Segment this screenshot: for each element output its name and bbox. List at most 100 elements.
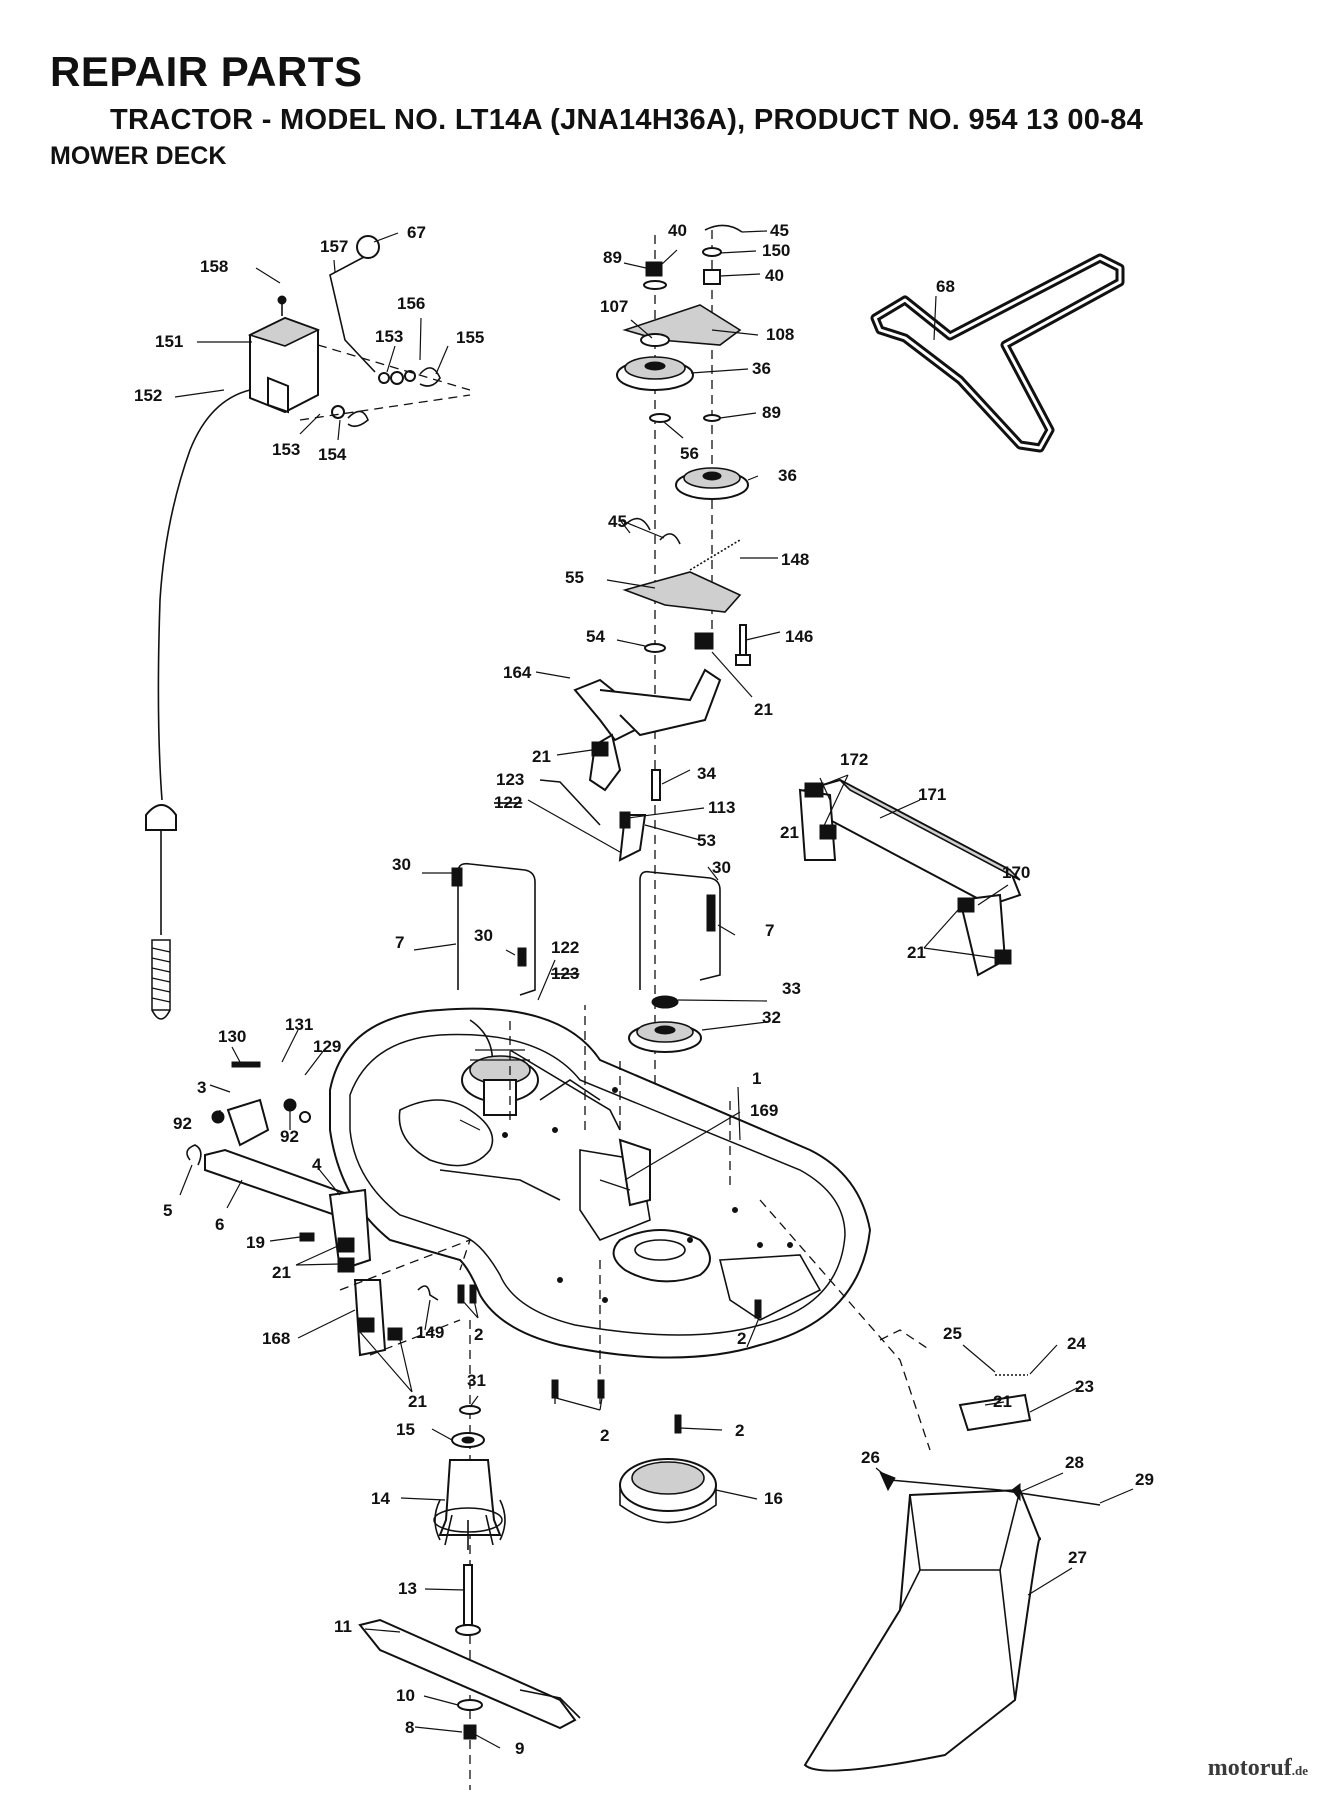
callout-33: 33 bbox=[782, 979, 801, 998]
callout-2: 2 bbox=[737, 1329, 746, 1348]
callout-21: 21 bbox=[907, 943, 926, 962]
callout-1: 1 bbox=[752, 1069, 761, 1088]
callout-172: 172 bbox=[840, 750, 868, 769]
callout-113: 113 bbox=[708, 798, 735, 817]
callout-40: 40 bbox=[668, 221, 687, 240]
callout-21: 21 bbox=[754, 700, 773, 719]
callout-3: 3 bbox=[197, 1078, 206, 1097]
callout-2: 2 bbox=[474, 1325, 483, 1344]
callout-16: 16 bbox=[764, 1489, 783, 1508]
callout-170: 170 bbox=[1002, 863, 1030, 882]
idler-bracket bbox=[539, 668, 722, 862]
callout-34: 34 bbox=[697, 764, 716, 783]
section-title: MOWER DECK bbox=[50, 142, 227, 170]
callout-28: 28 bbox=[1065, 1453, 1084, 1472]
callout-53: 53 bbox=[697, 831, 716, 850]
callout-25: 25 bbox=[943, 1324, 962, 1343]
callout-11: 11 bbox=[334, 1617, 352, 1636]
callout-92: 92 bbox=[280, 1127, 299, 1146]
callout-152: 152 bbox=[134, 386, 162, 405]
callout-9: 9 bbox=[515, 1739, 524, 1758]
mower-deck-housing bbox=[329, 1005, 872, 1359]
callout-171: 171 bbox=[918, 785, 946, 804]
callout-29: 29 bbox=[1135, 1470, 1154, 1489]
callout-150: 150 bbox=[762, 241, 790, 260]
callout-158: 158 bbox=[200, 257, 228, 276]
callout-123: 123 bbox=[551, 964, 579, 983]
callout-148: 148 bbox=[781, 550, 809, 569]
callout-7: 7 bbox=[395, 933, 404, 952]
watermark-suffix: .de bbox=[1291, 1763, 1308, 1778]
callout-131: 131 bbox=[285, 1015, 313, 1034]
callout-36: 36 bbox=[752, 359, 771, 378]
callout-168: 168 bbox=[262, 1329, 290, 1348]
callout-8: 8 bbox=[405, 1718, 414, 1737]
callout-21: 21 bbox=[780, 823, 799, 842]
lift-handle-assembly bbox=[145, 235, 471, 1020]
callout-89: 89 bbox=[762, 403, 781, 422]
callout-67: 67 bbox=[407, 223, 426, 242]
callout-21: 21 bbox=[532, 747, 551, 766]
callout-2: 2 bbox=[735, 1421, 744, 1440]
callout-7: 7 bbox=[765, 921, 774, 940]
callout-108: 108 bbox=[766, 325, 794, 344]
callout-14: 14 bbox=[371, 1489, 390, 1508]
callout-123: 123 bbox=[496, 770, 524, 789]
watermark-logo: motoruf.de bbox=[1208, 1755, 1308, 1782]
callout-23: 23 bbox=[1075, 1377, 1094, 1396]
callout-30: 30 bbox=[712, 858, 731, 877]
callout-26: 26 bbox=[861, 1448, 880, 1467]
callout-21: 21 bbox=[993, 1392, 1012, 1411]
callout-156: 156 bbox=[397, 294, 425, 313]
callout-153: 153 bbox=[272, 440, 300, 459]
callout-15: 15 bbox=[396, 1420, 415, 1439]
leader-lines bbox=[174, 230, 1134, 1749]
callout-169: 169 bbox=[750, 1101, 778, 1120]
callout-54: 54 bbox=[586, 627, 605, 646]
callout-labels: 67 157 158 151 156 153 155 152 153 154 4… bbox=[134, 221, 1154, 1758]
callout-2: 2 bbox=[600, 1426, 609, 1445]
callout-45: 45 bbox=[770, 221, 789, 240]
callout-30: 30 bbox=[474, 926, 493, 945]
callout-157: 157 bbox=[320, 237, 348, 256]
callout-31: 31 bbox=[467, 1371, 486, 1390]
callout-21: 21 bbox=[272, 1263, 291, 1282]
callout-68: 68 bbox=[936, 277, 955, 296]
discharge-chute bbox=[759, 1199, 1101, 1772]
callout-21: 21 bbox=[408, 1392, 427, 1411]
callout-19: 19 bbox=[246, 1233, 265, 1252]
deck-rods bbox=[451, 862, 721, 1053]
callout-146: 146 bbox=[785, 627, 813, 646]
callout-122: 122 bbox=[551, 938, 579, 957]
callout-30: 30 bbox=[392, 855, 411, 874]
callout-153: 153 bbox=[375, 327, 403, 346]
callout-4: 4 bbox=[312, 1155, 322, 1174]
callout-154: 154 bbox=[318, 445, 347, 464]
model-subtitle: TRACTOR - MODEL NO. LT14A (JNA14H36A), P… bbox=[110, 104, 1144, 136]
callout-129: 129 bbox=[313, 1037, 341, 1056]
callout-92: 92 bbox=[173, 1114, 192, 1133]
callout-5: 5 bbox=[163, 1201, 172, 1220]
drive-belt bbox=[870, 253, 1125, 453]
callout-151: 151 bbox=[155, 332, 183, 351]
callout-45: 45 bbox=[608, 512, 627, 531]
callout-155: 155 bbox=[456, 328, 484, 347]
callout-27: 27 bbox=[1068, 1548, 1087, 1567]
callout-122: 122 bbox=[494, 793, 522, 812]
spindle-blade-stack bbox=[358, 1260, 762, 1790]
lift-linkage bbox=[186, 1061, 477, 1357]
callout-164: 164 bbox=[503, 663, 532, 682]
front-hanger-bracket bbox=[798, 778, 1022, 977]
callout-89: 89 bbox=[603, 248, 622, 267]
callout-55: 55 bbox=[565, 568, 584, 587]
callout-130: 130 bbox=[218, 1027, 246, 1046]
callout-32: 32 bbox=[762, 1008, 781, 1027]
callout-149: 149 bbox=[416, 1323, 444, 1342]
callout-24: 24 bbox=[1067, 1334, 1086, 1353]
callout-6: 6 bbox=[215, 1215, 224, 1234]
watermark-text: motoruf bbox=[1207, 1755, 1292, 1781]
callout-107: 107 bbox=[600, 297, 628, 316]
callout-40: 40 bbox=[765, 266, 784, 285]
callout-13: 13 bbox=[398, 1579, 417, 1598]
